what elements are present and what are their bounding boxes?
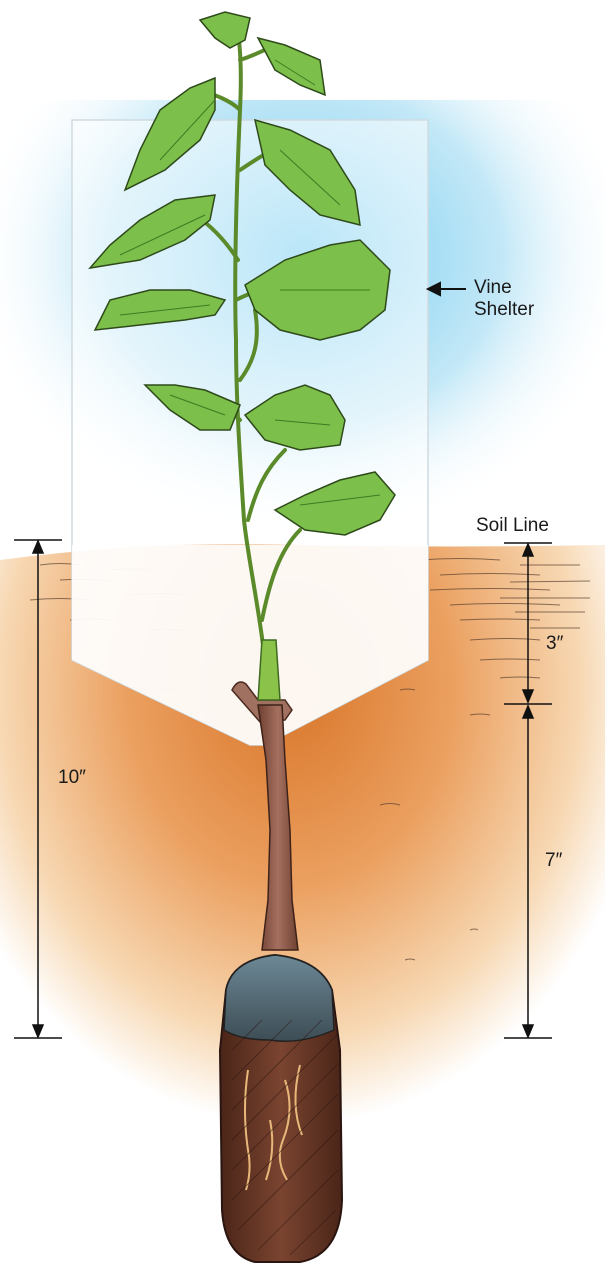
leaf (258, 38, 325, 95)
vine-shelter-label: Vine Shelter (474, 277, 534, 321)
depth-above-label: 3″ (546, 633, 563, 655)
green-stub (258, 640, 280, 700)
leaf (200, 12, 250, 48)
soil-line-label: Soil Line (476, 515, 549, 537)
depth-total-label: 10″ (58, 767, 86, 789)
depth-below-label: 7″ (545, 850, 562, 872)
